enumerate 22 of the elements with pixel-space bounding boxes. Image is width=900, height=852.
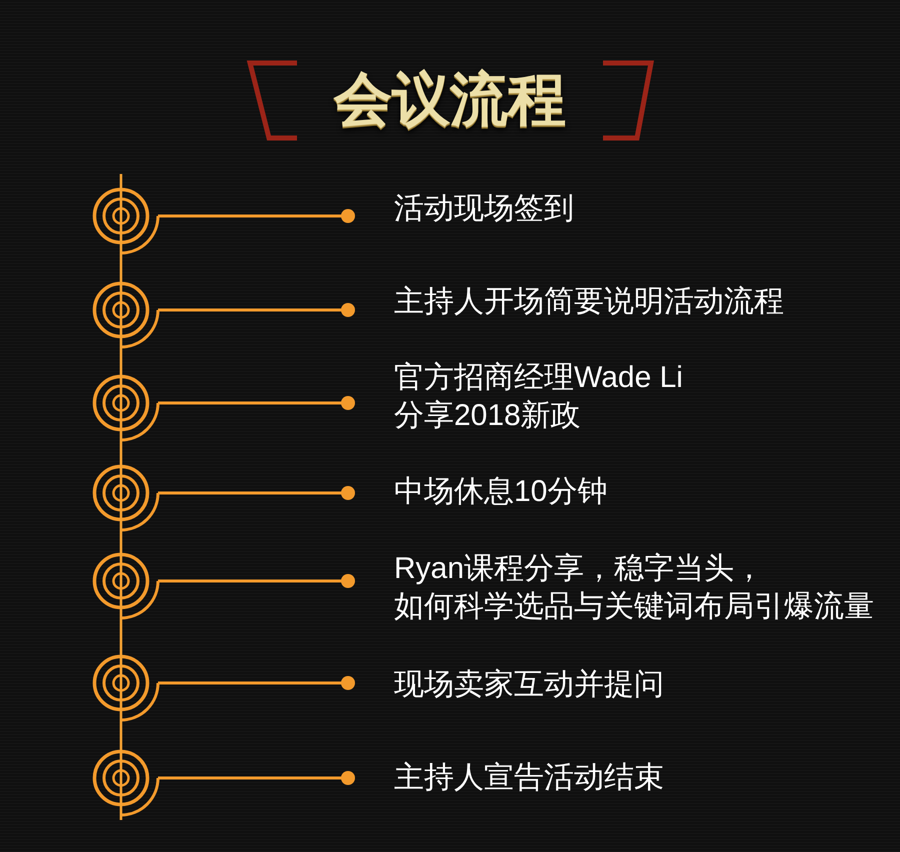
agenda-item-text: Ryan课程分享，稳字当头，如何科学选品与关键词布局引爆流量 bbox=[394, 550, 874, 626]
concentric-ring-icon bbox=[92, 552, 160, 620]
connector-line bbox=[158, 396, 355, 410]
title: 会议流程 bbox=[334, 67, 566, 133]
agenda-item-text: 现场卖家互动并提问 bbox=[394, 666, 664, 704]
connector-line bbox=[158, 486, 355, 500]
connector-line bbox=[158, 303, 355, 317]
agenda-item-text: 中场休息10分钟 bbox=[394, 473, 608, 511]
connector-line bbox=[158, 209, 355, 223]
concentric-ring-icon bbox=[92, 654, 160, 722]
agenda-item-text: 主持人开场简要说明活动流程 bbox=[394, 283, 784, 321]
concentric-ring-icon bbox=[92, 374, 160, 442]
concentric-ring-icon bbox=[92, 281, 160, 349]
connector-line bbox=[158, 574, 355, 588]
connector-line bbox=[158, 676, 355, 690]
connector-line bbox=[158, 771, 355, 785]
agenda-item-text: 活动现场签到 bbox=[394, 190, 574, 228]
concentric-ring-icon bbox=[92, 187, 160, 255]
concentric-ring-icon bbox=[92, 749, 160, 817]
concentric-ring-icon bbox=[92, 464, 160, 532]
agenda-item-text: 官方招商经理Wade Li分享2018新政 bbox=[394, 359, 683, 435]
agenda-item-text: 主持人宣告活动结束 bbox=[394, 759, 664, 797]
